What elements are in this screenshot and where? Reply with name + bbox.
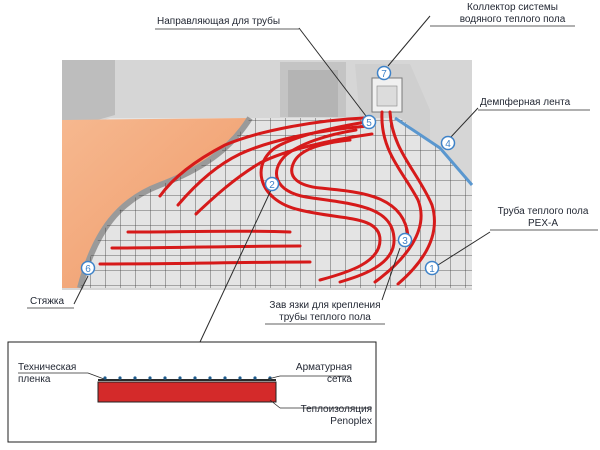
label-film-line1: Техническая xyxy=(18,362,77,373)
screed-area xyxy=(62,118,250,288)
leader-cross-section xyxy=(199,187,273,343)
marker-1: 1 xyxy=(424,260,440,276)
leader-collector xyxy=(387,15,431,67)
label-insulation: Теплоизоляция Penoplex xyxy=(288,404,372,428)
label-screed: Стяжка xyxy=(30,296,65,307)
label-film-line2: пленка xyxy=(18,374,51,385)
marker-3-text: 3 xyxy=(402,236,408,247)
label-ties-line1: Зав язки для крепления xyxy=(269,300,381,311)
pipe-run-7 xyxy=(176,124,370,207)
label-ties-line2: трубы теплого пола xyxy=(279,312,371,323)
label-mesh: Арматурная сетка xyxy=(282,362,352,386)
leader-lines xyxy=(73,15,491,343)
heating-pipe xyxy=(98,110,436,286)
marker-3: 3 xyxy=(397,232,413,248)
leader-guide xyxy=(298,27,367,117)
marker-7: 7 xyxy=(376,65,392,81)
label-underlines xyxy=(27,25,598,325)
pipe-run-8 xyxy=(194,132,374,216)
label-pipe: Труба теплого пола PEX-A xyxy=(488,206,598,230)
label-mesh-line1: Арматурная xyxy=(295,362,352,373)
pipe-run-3 xyxy=(259,120,382,282)
reinforcement-mesh xyxy=(80,118,472,288)
label-pipe-line1: Труба теплого пола xyxy=(497,206,589,217)
label-guide: Направляющая для трубы xyxy=(157,16,281,27)
pipe-run-1 xyxy=(373,110,423,284)
label-film: Техническая пленка xyxy=(18,362,76,386)
marker-5-text: 5 xyxy=(366,118,372,129)
pipe-run-5 xyxy=(290,138,410,238)
leader-pipe xyxy=(437,231,491,266)
marker-6: 6 xyxy=(80,260,96,276)
insulation-layer xyxy=(97,381,277,403)
marker-5: 5 xyxy=(361,114,377,130)
pipe-run-9 xyxy=(126,229,292,234)
marker-4: 4 xyxy=(440,135,456,151)
label-collector-line1: Коллектор системы xyxy=(467,2,558,13)
marker-7-text: 7 xyxy=(381,69,387,80)
pipe-run-11 xyxy=(98,260,312,266)
label-pipe-line2: PEX-A xyxy=(527,218,558,229)
marker-2-text: 2 xyxy=(269,180,275,191)
label-insulation-line1: Теплоизоляция xyxy=(300,404,372,415)
label-mesh-line2: сетка xyxy=(327,374,352,385)
label-ties: Зав язки для крепления трубы теплого пол… xyxy=(262,300,388,324)
left-wall xyxy=(62,60,115,130)
marker-2: 2 xyxy=(264,176,280,192)
pipe-run-2 xyxy=(388,110,436,286)
marker-4-text: 4 xyxy=(445,139,451,150)
mesh-dots xyxy=(103,376,272,380)
label-collector: Коллектор системы водяного теплого пола xyxy=(450,2,575,26)
label-damper: Демпферная лента xyxy=(480,97,571,108)
inset-leaders xyxy=(18,372,372,409)
markers: 1 2 3 4 5 6 7 xyxy=(80,65,456,276)
leader-damper xyxy=(449,107,479,139)
damper-tape xyxy=(394,116,474,186)
pipe-run-6 xyxy=(158,116,366,198)
leader-ties xyxy=(381,247,401,301)
collector-manifold xyxy=(376,85,398,107)
pipe-run-10 xyxy=(110,244,302,250)
leader-screed xyxy=(73,275,89,305)
label-insulation-line2: Penoplex xyxy=(330,416,372,427)
marker-6-text: 6 xyxy=(85,264,91,275)
label-collector-line2: водяного теплого пола xyxy=(459,14,566,25)
marker-1-text: 1 xyxy=(429,264,435,275)
doorway-inner xyxy=(288,70,338,117)
